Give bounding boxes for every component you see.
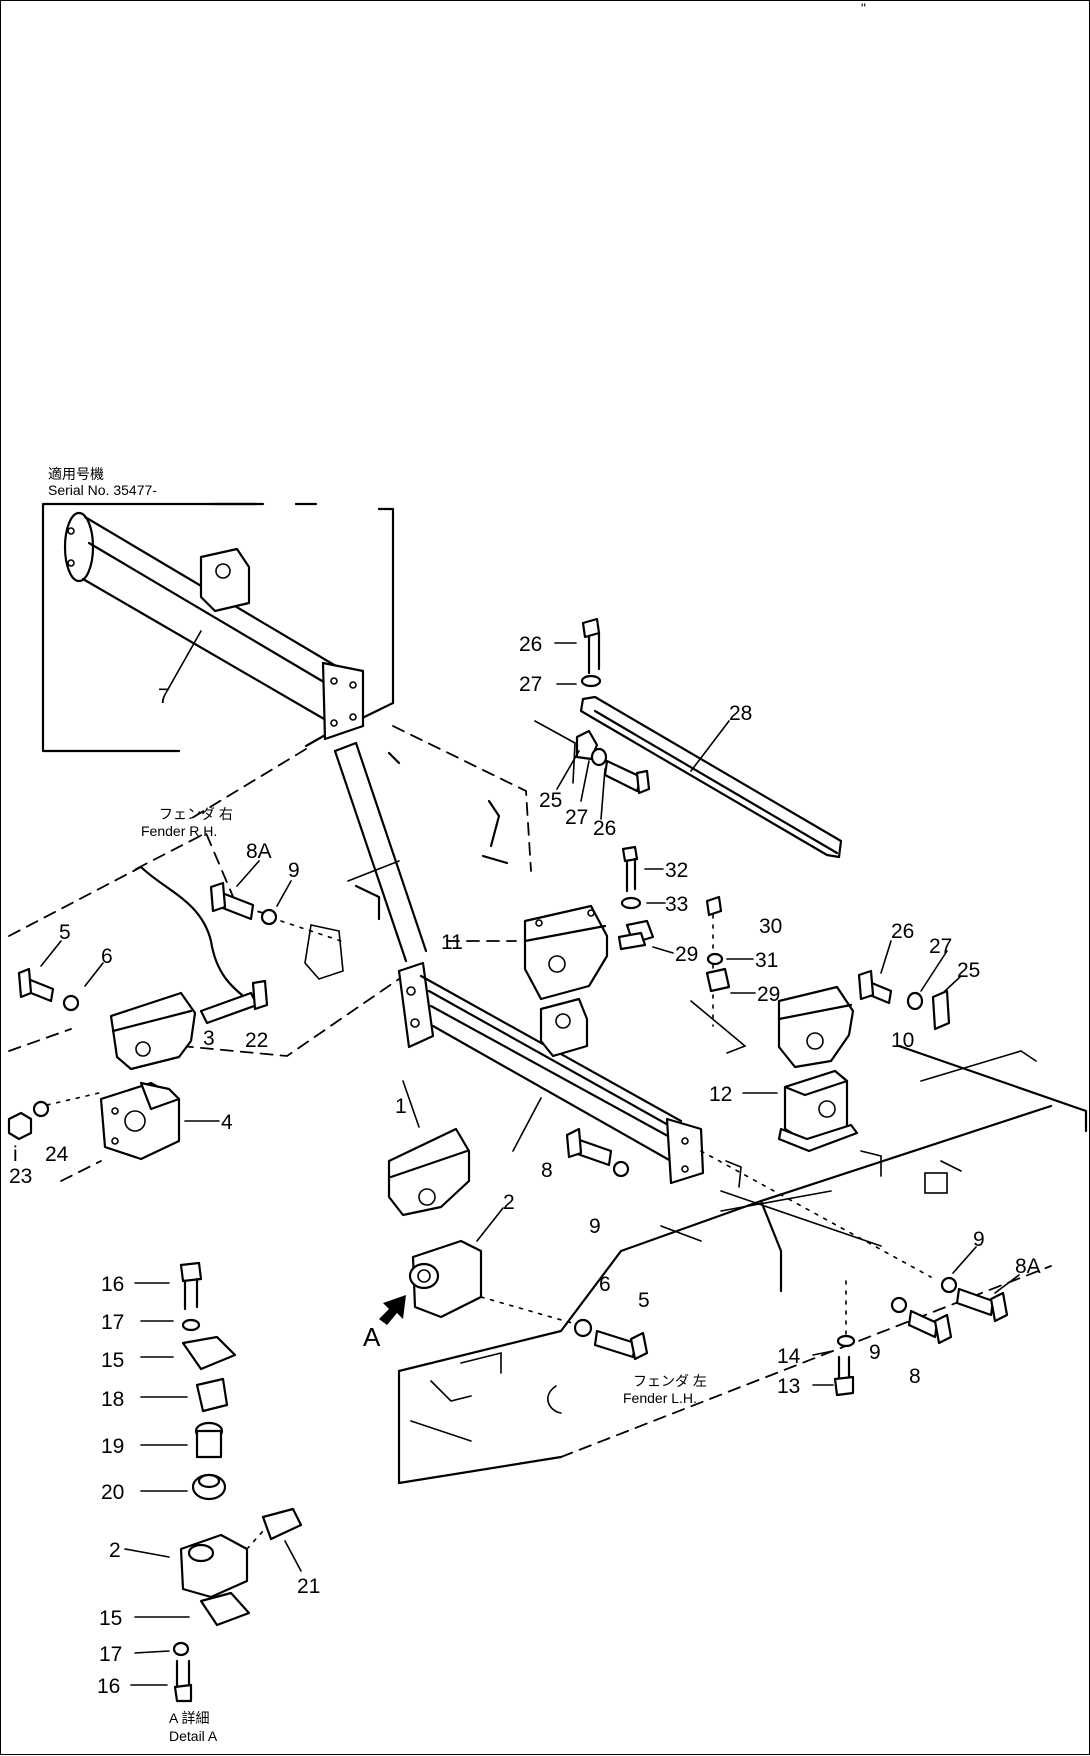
callout-9c: 9 xyxy=(973,1228,985,1251)
callout-21: 21 xyxy=(297,1575,320,1598)
callout-1: 1 xyxy=(395,1095,407,1118)
inset-tube-part-7 xyxy=(63,511,365,741)
bolt-26-right xyxy=(857,969,951,1031)
callout-8b: 8 xyxy=(909,1365,921,1388)
callout-16b: 16 xyxy=(97,1675,120,1698)
callout-8: 8 xyxy=(541,1159,553,1182)
callout-19: 19 xyxy=(101,1435,124,1458)
block-12 xyxy=(777,1069,859,1153)
callout-9: 9 xyxy=(589,1215,601,1238)
callout-29: 29 xyxy=(675,943,698,966)
callout-27: 27 xyxy=(519,673,542,696)
callout-22: 22 xyxy=(245,1029,268,1052)
main-cross-tube xyxy=(397,961,705,1185)
callout-29b: 29 xyxy=(757,983,780,1006)
callout-30: 30 xyxy=(759,915,782,938)
callout-24: 24 xyxy=(45,1143,69,1166)
callout-14: 14 xyxy=(777,1345,801,1368)
inset-caption-jp: 適用号機 xyxy=(48,466,104,482)
bolt-5-lower xyxy=(480,1296,649,1361)
bar-28 xyxy=(579,695,843,859)
callout-18: 18 xyxy=(101,1388,124,1411)
bolt-26-top xyxy=(580,617,602,688)
bolt-5-left xyxy=(17,967,80,1012)
callout-17: 17 xyxy=(101,1311,124,1334)
washer-33 xyxy=(617,896,655,951)
callout-26c: 26 xyxy=(891,920,914,943)
callout-16: 16 xyxy=(101,1273,124,1296)
callout-9d: 9 xyxy=(869,1341,881,1364)
callout-17b: 17 xyxy=(99,1643,122,1666)
mount-bracket-1 xyxy=(387,1127,471,1217)
header-mark: " xyxy=(861,1,866,16)
callout-4: 4 xyxy=(221,1111,233,1134)
callout-6b: 6 xyxy=(599,1273,611,1296)
block-4 xyxy=(99,1081,181,1161)
fender-lh-jp: フェンダ 左 xyxy=(633,1373,707,1389)
bolt-8-middle xyxy=(565,1127,630,1178)
callout-2b: 2 xyxy=(109,1539,121,1562)
callout-12: 12 xyxy=(709,1083,732,1106)
callout-20: 20 xyxy=(101,1481,124,1504)
bolt-32 xyxy=(621,845,639,893)
callout-3: 3 xyxy=(203,1027,215,1050)
fender-rh-label: Fender R.H. xyxy=(141,823,217,839)
callout-13: 13 xyxy=(777,1375,800,1398)
callout-23: 23 xyxy=(9,1165,32,1188)
detail-a-jp: A 詳細 xyxy=(169,1710,209,1726)
callout-31: 31 xyxy=(755,949,778,972)
diagonal-strut xyxy=(333,741,428,963)
bolt-13 xyxy=(833,1280,856,1397)
callout-5b: 5 xyxy=(638,1289,650,1312)
mount-bracket-10 xyxy=(777,985,855,1069)
callout-7: 7 xyxy=(158,685,170,708)
nut-23 xyxy=(7,1092,100,1141)
callout-33: 33 xyxy=(665,893,688,916)
view-letter-a: A xyxy=(363,1322,381,1352)
bolt-22 xyxy=(199,979,269,1025)
callout-2: 2 xyxy=(503,1191,515,1214)
fender-lh-outline xyxy=(397,1044,1088,1485)
callout-25b: 25 xyxy=(957,959,980,982)
detail-a-stack xyxy=(172,1261,303,1703)
callout-15: 15 xyxy=(101,1349,124,1372)
fender-lh-label: Fender L.H. xyxy=(623,1390,697,1406)
bolt-8a-upper xyxy=(209,881,344,980)
bolt-8-lower xyxy=(890,1296,953,1345)
callout-i: i xyxy=(13,1143,18,1166)
callout-26b: 26 xyxy=(593,817,616,840)
callout-25: 25 xyxy=(539,789,562,812)
fender-rh-outline xyxy=(8,725,532,1057)
detail-a-label: Detail A xyxy=(169,1728,218,1744)
callout-5: 5 xyxy=(59,921,71,944)
callout-28: 28 xyxy=(729,702,752,725)
callout-15b: 15 xyxy=(99,1607,122,1630)
pivot-block-2 xyxy=(408,1239,483,1319)
view-arrow-a xyxy=(379,1295,406,1325)
callout-8a-b: 8A xyxy=(1015,1255,1041,1278)
callout-10: 10 xyxy=(891,1029,914,1052)
callout-27b: 27 xyxy=(565,806,588,829)
callout-32: 32 xyxy=(665,859,688,882)
bolt-8a-right xyxy=(940,1276,1009,1323)
callout-27c: 27 xyxy=(929,935,952,958)
mount-bracket-11 xyxy=(523,904,609,1001)
callout-26: 26 xyxy=(519,633,542,656)
callout-6: 6 xyxy=(101,945,113,968)
fender-rh-jp: フェンダ 右 xyxy=(159,806,233,822)
inset-caption-serial: Serial No. 35477- xyxy=(48,482,157,498)
bracket-30 xyxy=(690,895,747,1054)
callout-9b: 9 xyxy=(288,859,300,882)
bracket-3 xyxy=(109,991,197,1071)
callout-11: 11 xyxy=(441,931,463,954)
callout-8a: 8A xyxy=(246,840,272,863)
